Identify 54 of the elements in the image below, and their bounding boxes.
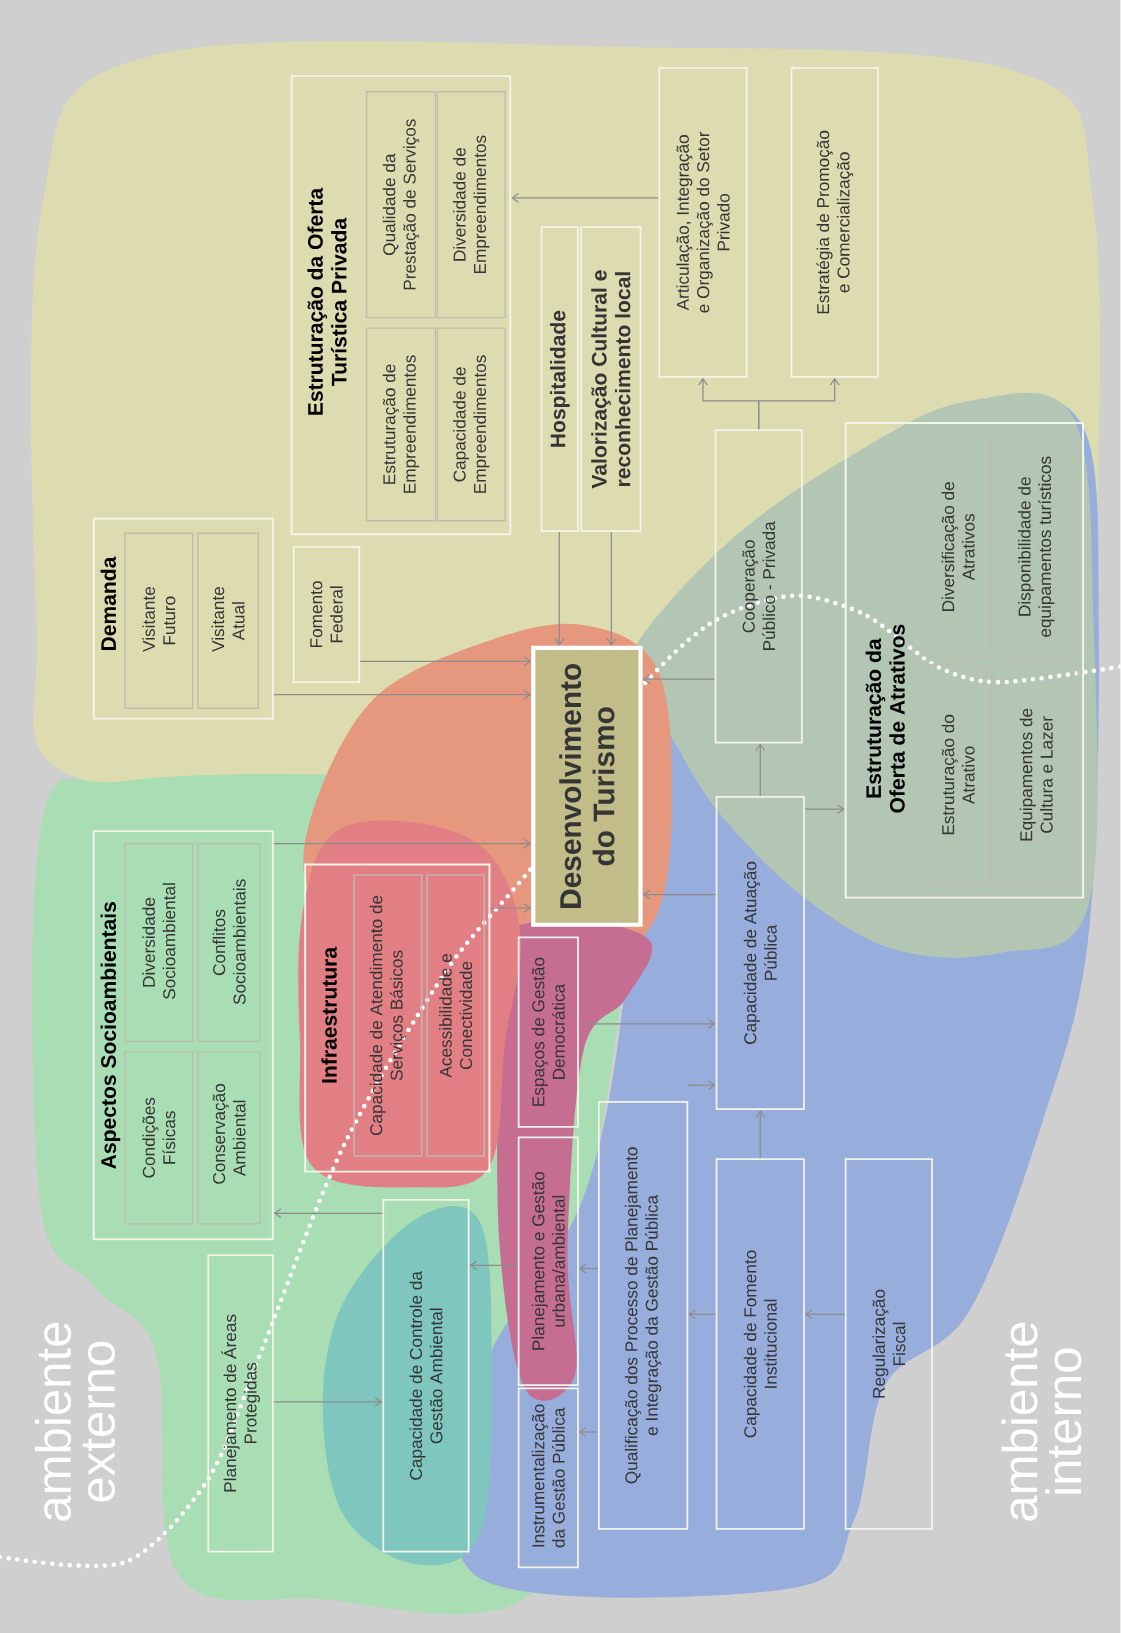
factor-box: Articulação, Integração e Organização do Setor Privado xyxy=(658,66,748,378)
factor-box: Qualidade da Prestação de Serviços xyxy=(366,91,437,319)
arrow xyxy=(687,1080,716,1091)
factor-box: Valorização Cultural e reconhecimento local xyxy=(580,226,642,532)
arrow xyxy=(755,1110,766,1159)
arrow xyxy=(359,656,532,667)
factor-box: Regularização Fiscal xyxy=(845,1158,934,1530)
factor-box: Capacidade de Fomento Institucional xyxy=(715,1158,806,1530)
factor-box: Espaços de Gestão Democrática xyxy=(517,936,580,1128)
arrow xyxy=(554,531,565,646)
arrow xyxy=(579,1427,599,1438)
arrow xyxy=(490,903,532,914)
arrow xyxy=(757,377,840,430)
factor-box: Condições Físicas xyxy=(124,1051,194,1225)
factor-box: Conservação Ambiental xyxy=(197,1051,262,1225)
arrow xyxy=(606,531,617,646)
factor-box: Qualificação dos Processo de Planejamento e Integração da Gestão Pública xyxy=(598,1101,689,1530)
arrow xyxy=(579,1263,599,1274)
factor-box: Capacidade de Controle da Gestão Ambiental xyxy=(382,1198,470,1553)
arrow xyxy=(642,889,717,900)
factor-box: Diversificação de Atrativos xyxy=(924,436,993,657)
arrow xyxy=(578,1018,716,1029)
factor-box: Capacidade de Empreendimentos xyxy=(436,327,506,522)
factor-box: Instrumentalização da Gestão Pública xyxy=(517,1387,580,1569)
factor-box: Capacidade de Atuação Pública xyxy=(715,795,806,1110)
arrow xyxy=(273,689,532,700)
arrow xyxy=(804,804,845,815)
factor-box: Visitante Futuro xyxy=(124,532,194,709)
factor-box: Hospitalidade xyxy=(540,226,580,532)
factor-box: Conflitos Socioambientais xyxy=(197,842,262,1043)
factor-box: Planejamento e Gestão urbana/ambiental xyxy=(517,1136,580,1386)
factor-box: Estruturação do Atrativo xyxy=(924,663,993,886)
arrow xyxy=(273,838,532,849)
arrow xyxy=(805,1309,846,1320)
factor-box: Diversidade de Empreendimentos xyxy=(436,91,506,319)
arrow xyxy=(688,1309,717,1320)
factor-box: Estratégia de Promoção e Comercialização xyxy=(790,66,879,378)
factor-box: Visitante Atual xyxy=(197,532,260,709)
factor-box: Diversidade Socioambiental xyxy=(124,842,194,1043)
factor-box: Disponibilidade de equipamentos turísticos xyxy=(994,436,1079,657)
arrow xyxy=(511,192,660,203)
factor-box: Planejamento de Áreas Protegidas xyxy=(207,1254,274,1553)
arrow xyxy=(469,1260,519,1271)
factor-box: Fomento Federal xyxy=(293,545,361,684)
arrow xyxy=(755,743,766,797)
factor-box: Estruturação de Empreendimentos xyxy=(366,327,437,522)
factor-box: Equipamentos de Cultura e Lazer xyxy=(994,663,1079,886)
arrow xyxy=(274,1208,384,1219)
arrow xyxy=(273,1396,383,1407)
factor-box: Cooperação Público - Privada xyxy=(714,429,803,744)
factor-box: Acessibilidade e Conectividade xyxy=(426,874,486,1157)
factor-box: Capacidade de Atendimento de Serviços Básicos xyxy=(353,874,423,1157)
central-box: Desenvolvimento do Turismo xyxy=(531,645,643,927)
arrow xyxy=(642,674,716,685)
